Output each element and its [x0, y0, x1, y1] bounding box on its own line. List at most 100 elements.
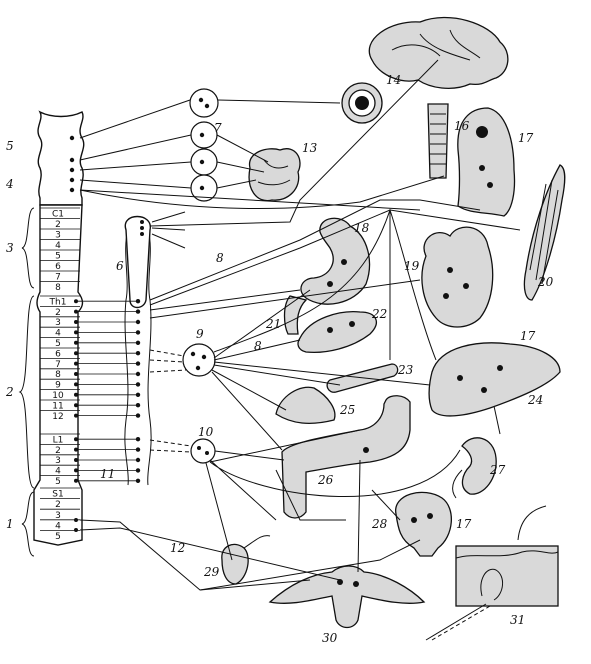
label-8a: 8: [216, 251, 224, 265]
label-11: 11: [100, 467, 115, 481]
label-16: 16: [454, 119, 470, 133]
segment-label-thoracic: Th1: [49, 297, 67, 307]
label-24: 24: [527, 393, 543, 407]
segment-label-thoracic: 8: [55, 370, 61, 380]
organs: [221, 16, 566, 629]
segment-label-sacral: 2: [55, 500, 61, 510]
label-31: 31: [510, 613, 525, 627]
label-13: 13: [302, 141, 318, 155]
mesenteric-ganglion: [190, 438, 216, 464]
ciliary-ganglion: [189, 88, 219, 118]
label-18: 18: [354, 221, 370, 235]
lateral-horn-nucleus: [74, 478, 78, 483]
segment-label-lumbar: 4: [55, 467, 61, 477]
segment-label-cervical: 4: [55, 241, 61, 251]
lateral-horn-nucleus: [74, 413, 78, 418]
segment-dividers: [40, 207, 80, 531]
label-14: 14: [386, 73, 401, 87]
lateral-horn-nucleus: [74, 340, 78, 345]
sacral-nucleus: [74, 528, 78, 532]
trachea: [427, 103, 449, 179]
segment-label-thoracic: 2: [55, 308, 61, 318]
label-17a: 17: [518, 131, 534, 145]
label-8b: 8: [254, 339, 262, 353]
segment-label-cervical: C1: [52, 210, 64, 220]
cervical-ganglion-cell: [140, 232, 144, 236]
lateral-horn-nucleus: [74, 437, 78, 442]
lateral-horn-nucleus: [74, 468, 78, 473]
label-27: 27: [489, 463, 506, 477]
segment-label-thoracic: 9: [55, 381, 61, 391]
label-21: 21: [265, 317, 281, 331]
label-17b: 17: [520, 329, 536, 343]
lateral-horn-nucleus: [74, 447, 78, 452]
label-28: 28: [371, 517, 388, 531]
segment-label-thoracic: 3: [55, 318, 61, 328]
segment-label-cervical: 3: [55, 231, 61, 241]
trunk-left-chain: [124, 229, 129, 486]
lateral-horn-nucleus: [74, 361, 78, 366]
label-9: 9: [196, 327, 204, 341]
pancreas: [297, 311, 377, 354]
bracket-thoracolumbar: [18, 295, 35, 489]
lateral-horn-nucleus: [74, 458, 78, 462]
segment-label-cervical: 6: [55, 262, 61, 272]
cranial-nucleus: [69, 167, 75, 173]
segment-label-sacral: S1: [52, 490, 63, 500]
label-17c: 17: [456, 517, 472, 531]
region-brackets: [18, 207, 35, 557]
label-7: 7: [214, 121, 222, 135]
uterus: [268, 565, 426, 629]
lateral-horn-nucleus: [74, 309, 78, 314]
lateral-horn-nucleus: [74, 330, 78, 335]
label-23: 23: [397, 363, 414, 377]
adrenal-gland: [275, 386, 336, 425]
stomach: [300, 217, 371, 305]
segment-label-cervical: 7: [55, 273, 61, 283]
label-6: 6: [116, 259, 124, 273]
segment-label-sacral: 5: [55, 532, 61, 542]
cranial-nucleus: [69, 177, 75, 183]
label-10: 10: [198, 425, 214, 439]
segment-label-cervical: 5: [55, 252, 61, 262]
liver: [428, 342, 561, 417]
brainstem: [37, 110, 85, 206]
nerve-pathways: [78, 59, 521, 641]
lateral-horn-nucleus: [74, 382, 78, 387]
duodenum: [283, 295, 308, 335]
testis: [221, 543, 249, 585]
label-5: 5: [6, 139, 14, 153]
lateral-horn-nucleus: [74, 320, 78, 324]
label-20: 20: [537, 275, 554, 289]
lateral-horn-nucleus: [74, 392, 78, 397]
segment-label-lumbar: 2: [55, 446, 61, 456]
lateral-horn-nucleus: [74, 351, 78, 356]
cranial-nucleus: [69, 135, 75, 141]
segment-label-thoracic: 5: [55, 339, 61, 349]
celiac-ganglion: [182, 343, 216, 377]
segment-label-lumbar: 5: [55, 477, 61, 487]
segment-label-cervical: 2: [55, 220, 61, 230]
label-4: 4: [5, 177, 14, 191]
preganglionic-fibers: [78, 300, 138, 482]
superior-cervical-ganglion: [124, 215, 151, 309]
segment-label-sacral: 3: [55, 511, 61, 521]
label-3: 3: [6, 241, 14, 255]
number-labels: 1 2 3 4 5 6 7 8 8 9 10 11 12 13 14 16 17…: [5, 73, 554, 645]
muscle: [523, 164, 566, 301]
segment-label-thoracic: 4: [55, 329, 61, 339]
segment-label-thoracic: 7: [55, 360, 61, 370]
bracket-cervical: [21, 207, 35, 289]
kidney: [461, 437, 497, 495]
sacral-nucleus: [74, 518, 78, 522]
segment-label-thoracic: 11: [52, 401, 63, 411]
label-2: 2: [5, 385, 14, 399]
cranial-nucleus: [69, 157, 75, 163]
cord-body: [33, 204, 84, 546]
cervical-ganglion-cell: [140, 220, 144, 224]
segment-label-cervical: 8: [55, 283, 61, 293]
lateral-horn-nucleus: [74, 403, 78, 408]
bracket-sacral: [21, 491, 35, 557]
